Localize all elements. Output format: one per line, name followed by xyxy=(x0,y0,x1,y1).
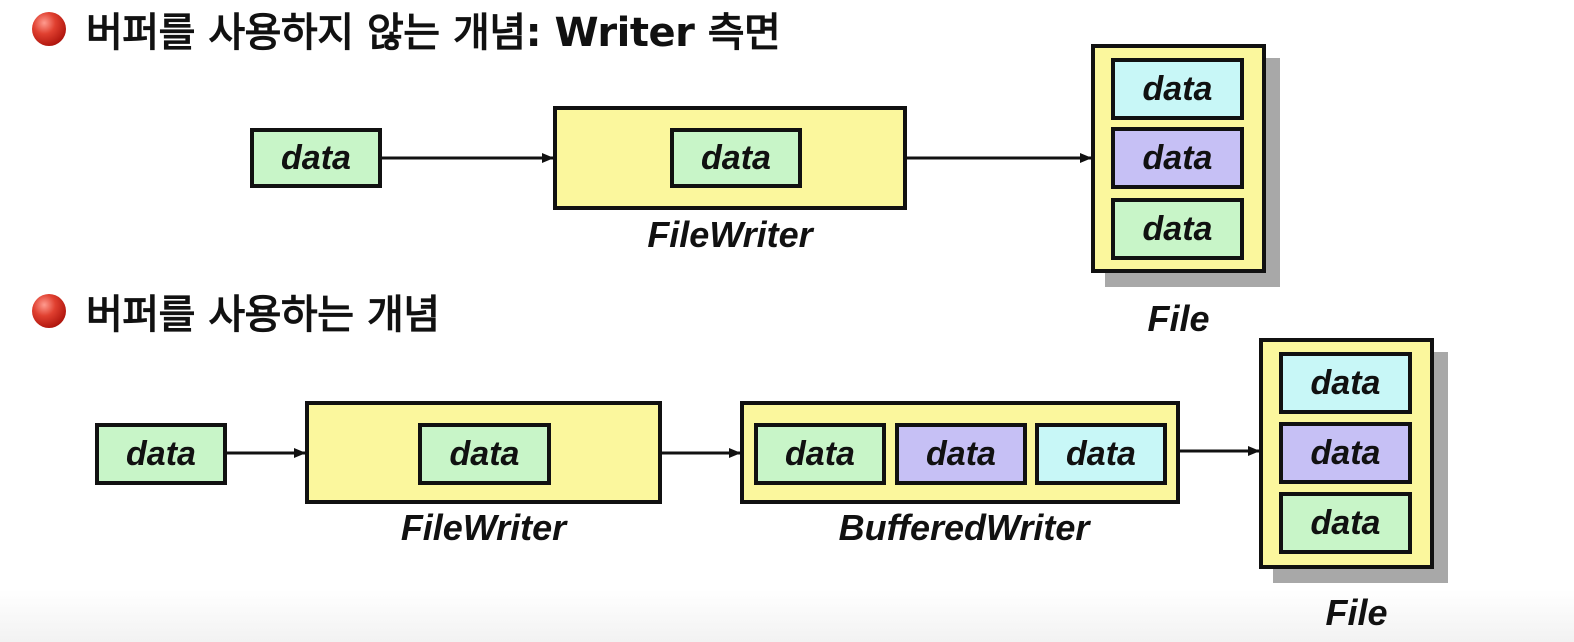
heading-with-buffer-text: 버퍼를 사용하는 개념 xyxy=(86,292,440,338)
filewriter-data-box: data xyxy=(670,128,802,188)
file-data-box-2: data xyxy=(1111,127,1244,189)
source-data-box-2: data xyxy=(95,423,227,485)
file-data-box-1: data xyxy=(1111,58,1244,120)
source-data-box: data xyxy=(250,128,382,188)
heading-with-buffer: 버퍼를 사용하는 개념 xyxy=(32,286,440,338)
bullet-icon xyxy=(32,294,66,328)
file-label-2: File xyxy=(1325,592,1388,633)
heading-no-buffer-text: 버퍼를 사용하지 않는 개념: Writer 측면 xyxy=(86,10,781,56)
filewriter-data-box-2: data xyxy=(418,423,551,485)
file2-data-box-1: data xyxy=(1279,352,1412,414)
bullet-icon xyxy=(32,12,66,46)
file2-data-box-2: data xyxy=(1279,422,1412,484)
buffer-data-box-2: data xyxy=(895,423,1027,485)
filewriter-label: FileWriter xyxy=(647,214,813,255)
buffer-data-box-1: data xyxy=(754,423,886,485)
file-label: File xyxy=(1147,298,1210,339)
file-data-box-3: data xyxy=(1111,198,1244,260)
buffer-data-box-3: data xyxy=(1035,423,1167,485)
heading-no-buffer: 버퍼를 사용하지 않는 개념: Writer 측면 xyxy=(32,4,781,56)
bufferedwriter-label: BufferedWriter xyxy=(838,507,1090,548)
filewriter-label-2: FileWriter xyxy=(400,507,567,548)
file2-data-box-3: data xyxy=(1279,492,1412,554)
